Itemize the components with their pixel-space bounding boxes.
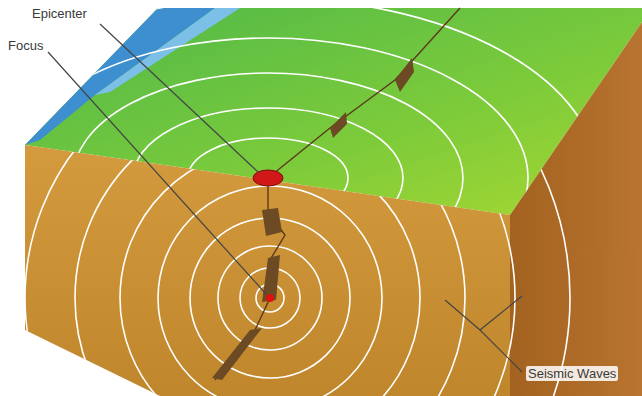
surface-waves xyxy=(0,0,598,358)
seismic-waves-label: Seismic Waves xyxy=(526,366,618,381)
front-face xyxy=(25,145,510,396)
leader-lines xyxy=(48,24,522,372)
seismic-waves xyxy=(0,0,570,396)
epicenter-label: Epicenter xyxy=(30,6,89,21)
focus-mark xyxy=(266,294,274,302)
focus-label: Focus xyxy=(6,38,45,53)
fault xyxy=(212,8,460,380)
epicenter-mark xyxy=(253,170,283,186)
water xyxy=(25,8,215,145)
side-face xyxy=(510,22,642,396)
shore xyxy=(95,8,240,95)
